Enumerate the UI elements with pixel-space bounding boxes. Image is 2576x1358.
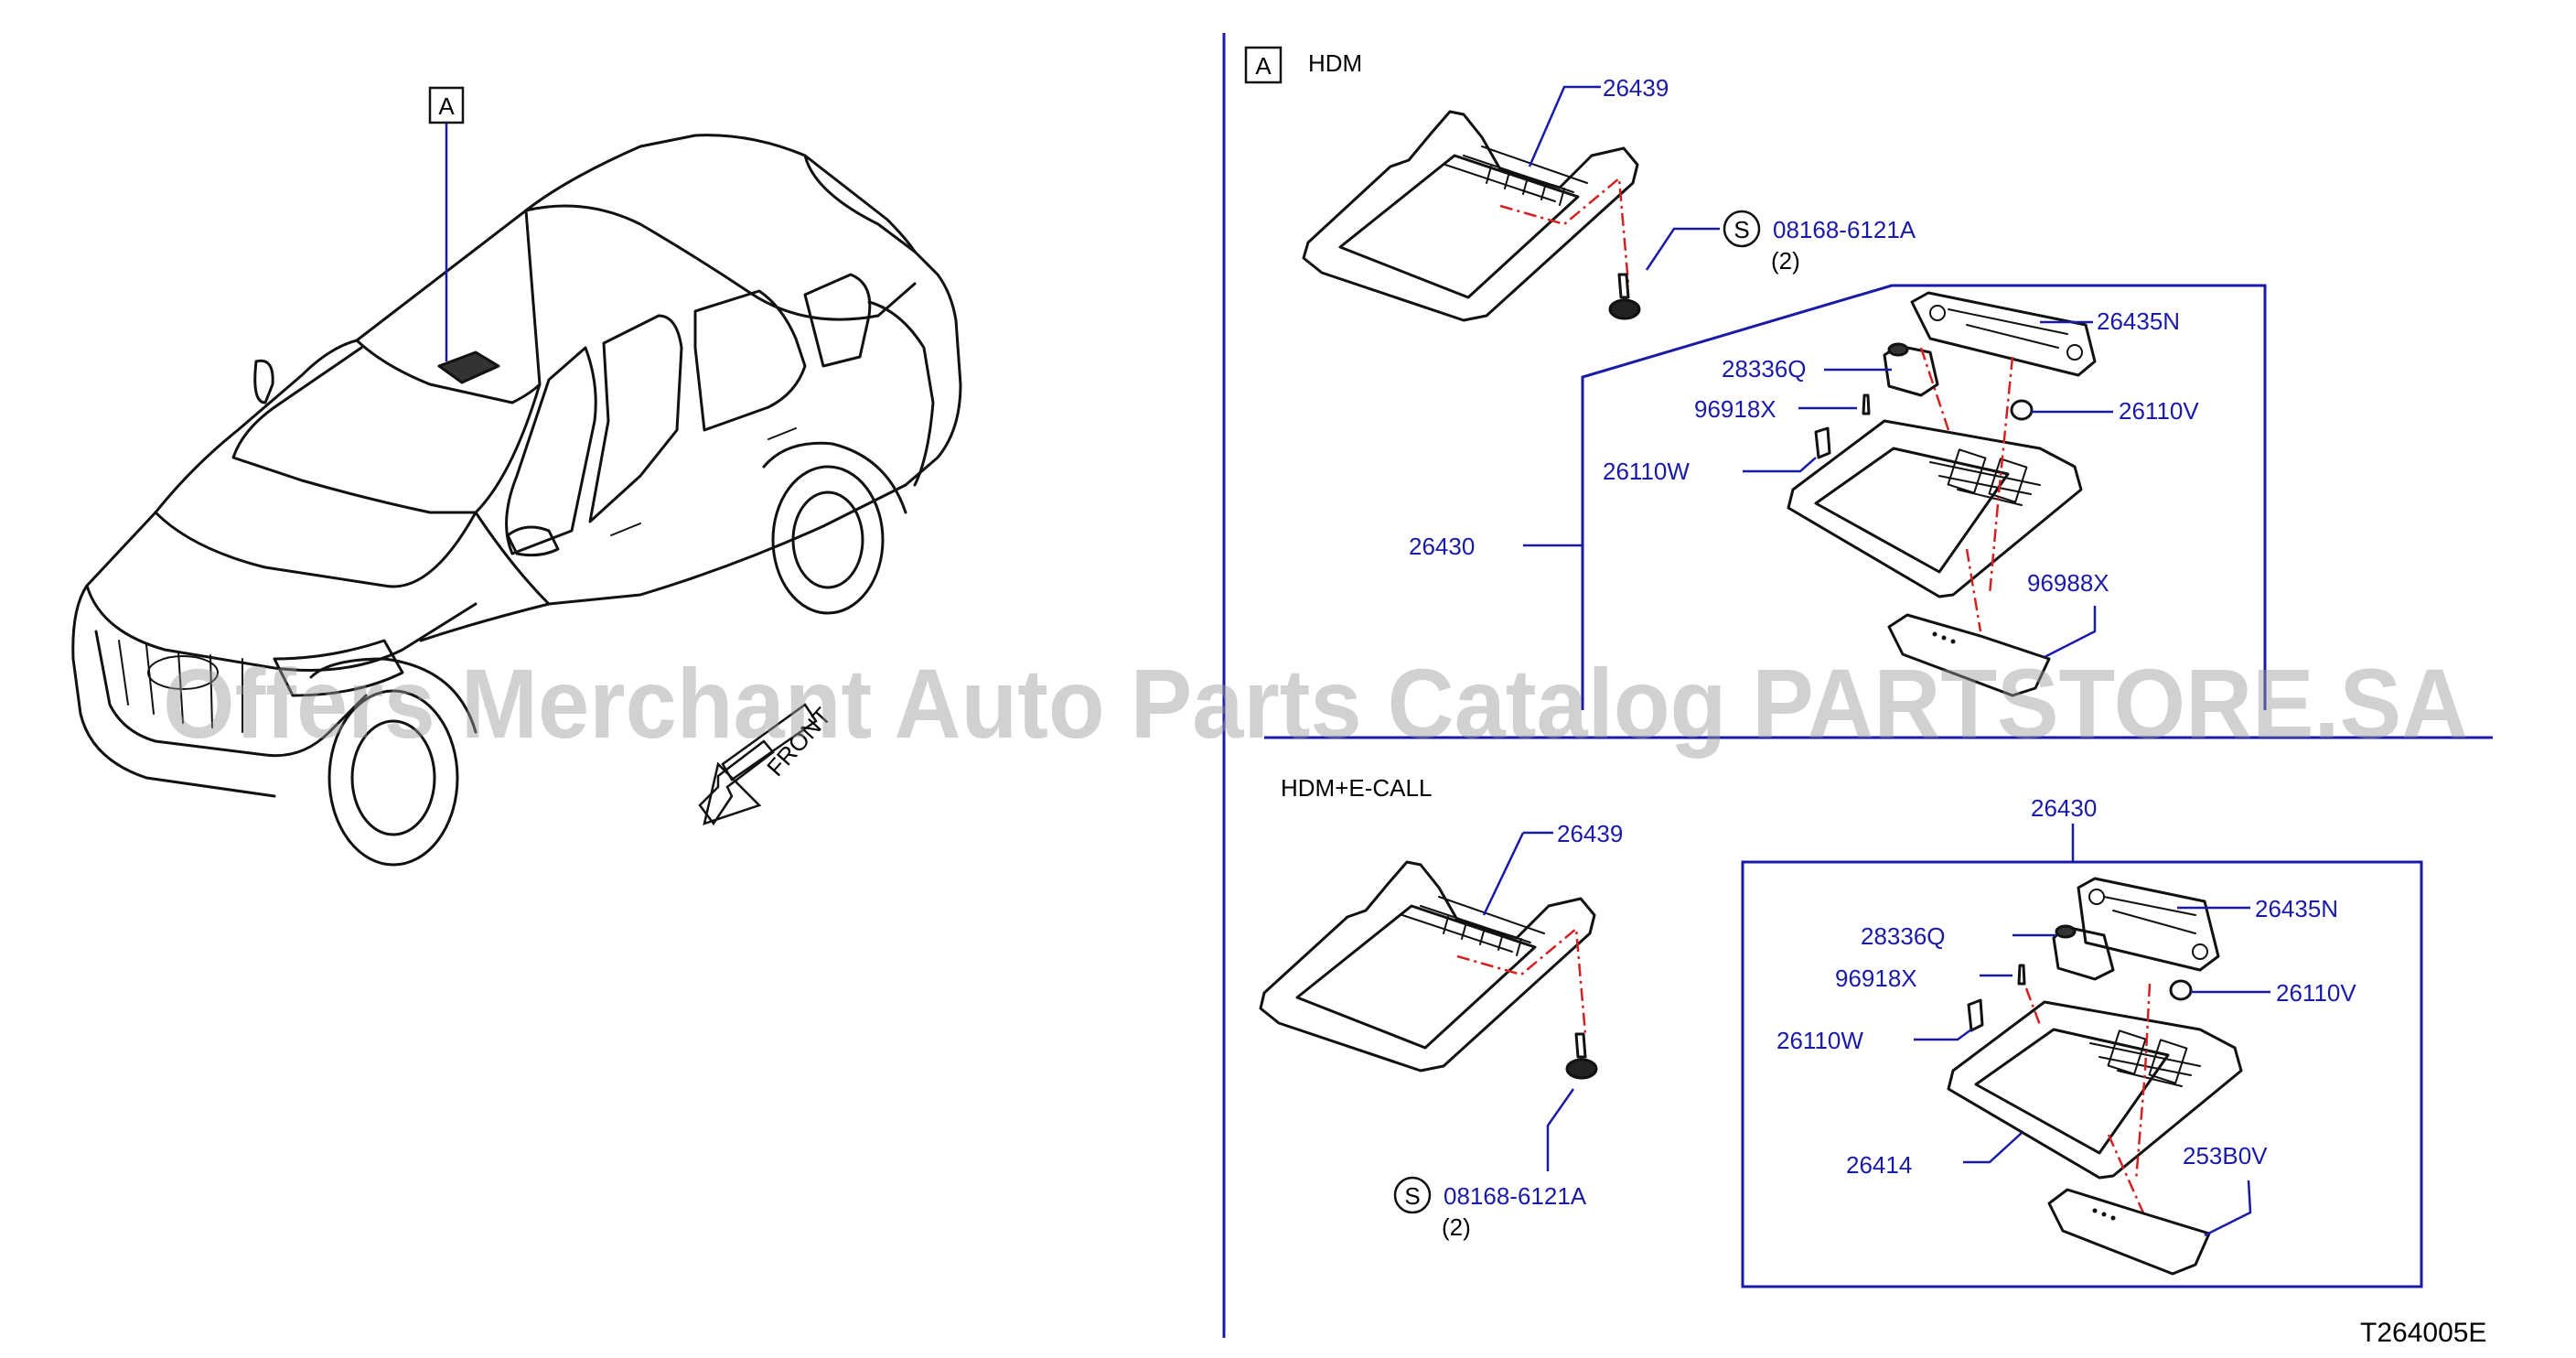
label-26439-ecall: 26439 xyxy=(1557,820,1623,847)
leader-26110w-hdm xyxy=(1743,457,1817,473)
leader-screw-hdm xyxy=(1645,227,1720,271)
mic-28336q-drawing xyxy=(1883,342,1939,397)
housing-26414-drawing xyxy=(1947,1000,2243,1180)
section-hdm: A HDM 26439 S 08168-6121A (2) xyxy=(1244,46,2267,710)
clip-96918x-hdm xyxy=(1862,393,1871,415)
cover-96988x-drawing xyxy=(1887,613,2051,697)
hdm-centerline-module xyxy=(1919,347,2014,632)
screw-symbol-circle-hdm xyxy=(1723,210,1761,248)
screw-symbol-hdm: S xyxy=(1733,216,1749,243)
label-26110w-ecall: 26110W xyxy=(1776,1027,1863,1054)
label-screw-code-hdm: 08168-6121A xyxy=(1773,216,1916,243)
label-screw-code-ecall: 08168-6121A xyxy=(1444,1182,1587,1210)
label-96918x-ecall: 96918X xyxy=(1835,965,1917,992)
diagram-code: T264005E xyxy=(2360,1318,2486,1348)
ecall-centerline-bracket xyxy=(1456,926,1587,1035)
cover-253b0v-drawing xyxy=(2047,1188,2211,1276)
housing-26430-drawing xyxy=(1787,419,2083,598)
ecall-centerline-module xyxy=(2024,983,2152,1218)
section-ref-box xyxy=(1244,46,1283,84)
label-28336q-hdm: 28336Q xyxy=(1722,355,1807,383)
screw-hdm-drawing xyxy=(1608,273,1641,320)
section-ecall-title: HDM+E-CALL xyxy=(1281,774,1432,802)
section-ecall: HDM+E-CALL 26439 S 08168-6121A (2) 26430 xyxy=(1259,774,2423,1288)
bracket-26439-ecall-drawing xyxy=(1259,860,1596,1072)
watermark-text: Offers Merchant Auto Parts Catalog PARTS… xyxy=(163,648,2468,759)
section-hdm-title: HDM xyxy=(1308,49,1362,77)
label-96918x-hdm: 96918X xyxy=(1694,395,1776,423)
section-ref-letter: A xyxy=(1255,52,1272,80)
leader-96988x-hdm xyxy=(2044,606,2097,659)
suv-outline-drawing xyxy=(71,134,962,867)
screw-symbol-ecall: S xyxy=(1404,1182,1420,1210)
front-direction-arrow xyxy=(698,703,818,826)
frame-26430-ecall xyxy=(1741,860,2423,1288)
hdm-centerline-bracket xyxy=(1499,176,1630,285)
label-26414-ecall: 26414 xyxy=(1846,1151,1912,1179)
screw-symbol-circle-ecall xyxy=(1393,1176,1432,1214)
label-26430-ecall: 26430 xyxy=(2031,794,2097,822)
leader-26439-hdm xyxy=(1528,85,1566,167)
label-26110v-ecall: 26110V xyxy=(2276,979,2356,1007)
label-26435n-hdm: 26435N xyxy=(2097,307,2180,335)
label-26110v-hdm: 26110V xyxy=(2119,397,2199,425)
label-screw-qty-hdm: (2) xyxy=(1771,247,1800,275)
label-26110w-hdm: 26110W xyxy=(1603,458,1690,485)
clip-26110w-ecall xyxy=(1967,998,1984,1032)
label-28336q-ecall: 28336Q xyxy=(1861,922,1946,950)
frame-26430-hdm xyxy=(1581,284,2267,710)
car-callout-letter: A xyxy=(438,92,455,120)
label-253b0v-ecall: 253B0V xyxy=(2183,1142,2268,1169)
leader-26439-ecall xyxy=(1482,832,1525,916)
cap-26110v-ecall xyxy=(2169,979,2193,1001)
leader-26110w-ecall xyxy=(1914,1028,1972,1041)
bracket-26439-drawing xyxy=(1302,110,1639,322)
label-screw-qty-ecall: (2) xyxy=(1442,1213,1471,1241)
screw-ecall-drawing xyxy=(1565,1032,1598,1080)
label-96988x-hdm: 96988X xyxy=(2027,569,2109,597)
car-callout-box xyxy=(428,86,465,124)
label-26439-hdm: 26439 xyxy=(1603,74,1669,102)
clip-26110w-hdm xyxy=(1814,426,1831,459)
leader-screw-ecall xyxy=(1546,1088,1575,1171)
mic-28336q-ecall-drawing xyxy=(2052,924,2115,981)
leader-26414-ecall xyxy=(1963,1132,2023,1164)
module-26435n-ecall-drawing xyxy=(2077,877,2220,972)
cap-26110v-hdm xyxy=(2010,399,2034,421)
leader-253b0v-ecall xyxy=(2204,1180,2252,1237)
label-26435n-ecall: 26435N xyxy=(2255,895,2338,922)
clip-96918x-ecall xyxy=(2017,964,2026,986)
label-26430-hdm: 26430 xyxy=(1409,533,1475,560)
module-26435n-drawing xyxy=(1910,291,2097,377)
